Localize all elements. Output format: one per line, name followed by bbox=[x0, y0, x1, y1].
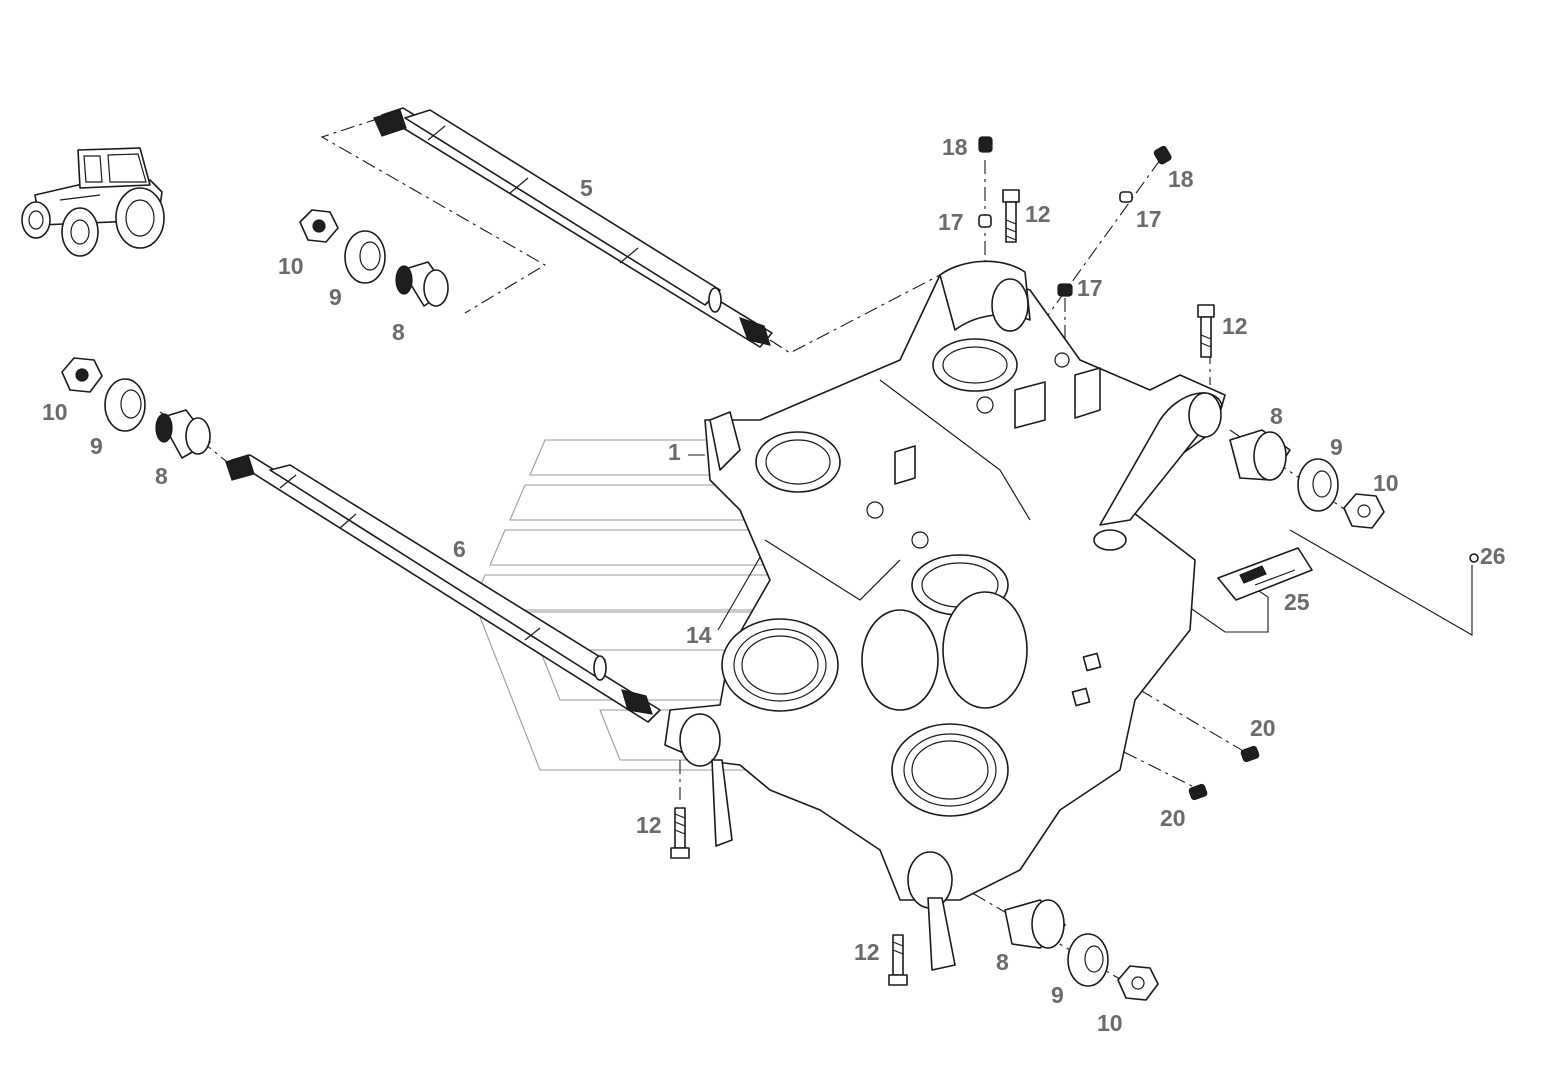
fittings bbox=[978, 136, 1479, 801]
callout-26: 26 bbox=[1480, 543, 1506, 569]
callout-8-upper: 8 bbox=[392, 319, 405, 345]
callout-20-a: 20 bbox=[1250, 715, 1276, 741]
callout-9-bottom: 9 bbox=[1051, 982, 1064, 1008]
callout-18-b: 18 bbox=[1168, 166, 1194, 192]
parts-set-left bbox=[61, 357, 211, 459]
shaft-6 bbox=[225, 454, 661, 723]
parts-set-upper bbox=[299, 209, 449, 307]
callout-10-upper: 10 bbox=[278, 253, 304, 279]
callout-17-a: 17 bbox=[938, 209, 964, 235]
callout-6: 6 bbox=[453, 536, 466, 562]
parts-set-bottom bbox=[1004, 899, 1159, 1001]
callout-12-bottom: 12 bbox=[854, 939, 880, 965]
nameplate-25 bbox=[1217, 547, 1313, 601]
callout-1: 1 bbox=[668, 439, 681, 465]
callout-10-bottom: 10 bbox=[1097, 1010, 1123, 1036]
callout-8-bottom: 8 bbox=[996, 949, 1009, 975]
callout-25: 25 bbox=[1284, 589, 1310, 615]
callout-12-left-bottom: 12 bbox=[636, 812, 662, 838]
callout-17-c: 17 bbox=[1077, 275, 1103, 301]
callout-17-b: 17 bbox=[1136, 206, 1162, 232]
callout-20-b: 20 bbox=[1160, 805, 1186, 831]
callout-9-upper: 9 bbox=[329, 284, 342, 310]
callout-14: 14 bbox=[686, 622, 712, 648]
callout-9-right: 9 bbox=[1330, 434, 1343, 460]
callout-10-left: 10 bbox=[42, 399, 68, 425]
parts-set-right bbox=[1229, 429, 1385, 529]
callout-labels: 1 5 6 8 9 10 8 9 10 8 9 10 8 9 10 12 12 … bbox=[42, 134, 1506, 1036]
shaft-5 bbox=[373, 107, 773, 348]
callout-12-top: 12 bbox=[1025, 201, 1051, 227]
callout-8-right: 8 bbox=[1270, 403, 1283, 429]
bolts-12 bbox=[670, 189, 1215, 986]
callout-5: 5 bbox=[580, 175, 593, 201]
callout-10-right: 10 bbox=[1373, 470, 1399, 496]
tractor-icon bbox=[21, 147, 165, 257]
main-housing bbox=[664, 260, 1226, 971]
callout-8-left: 8 bbox=[155, 463, 168, 489]
callout-18-a: 18 bbox=[942, 134, 968, 160]
callout-9-left: 9 bbox=[90, 433, 103, 459]
callout-12-right: 12 bbox=[1222, 313, 1248, 339]
